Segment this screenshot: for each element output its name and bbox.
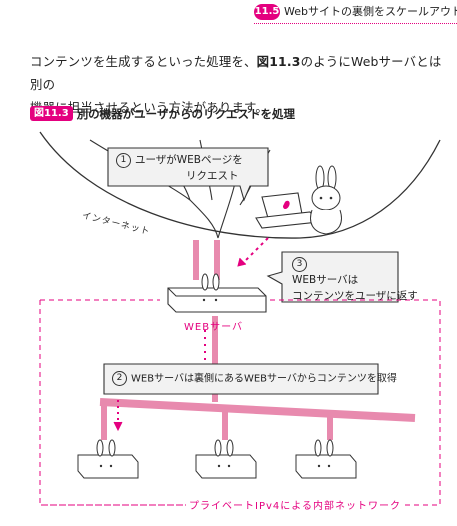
body-paragraph: コンテンツを生成するといった処理を、図11.3のようにWebサーバとは別の 機器… bbox=[30, 50, 450, 119]
internet-globe-arc bbox=[39, 131, 441, 239]
section-title: Webサイトの裏側をスケールアウト bbox=[284, 5, 457, 18]
step2-number: 2 bbox=[112, 371, 127, 386]
private-network-boundary bbox=[39, 299, 441, 506]
figure-number-badge: 図11.3 bbox=[30, 106, 73, 121]
backend-server-icon-1 bbox=[77, 439, 139, 479]
backend-server-icon-2 bbox=[195, 439, 257, 479]
backend-server-icon-3 bbox=[295, 439, 357, 479]
step3-line1: WEBサーバは bbox=[292, 274, 359, 286]
figure-reference: 図11.3 bbox=[256, 54, 301, 69]
section-number-badge: 11.5 bbox=[254, 4, 280, 20]
uplink-cable-left bbox=[193, 240, 199, 280]
bubble-step2 bbox=[103, 363, 379, 395]
bubble-step1 bbox=[107, 147, 269, 202]
private-network-label: プライベートIPv4による内部ネットワーク bbox=[186, 497, 404, 512]
paragraph-line1-a: コンテンツを生成するといった処理を、 bbox=[30, 54, 257, 69]
rabbit-user-icon bbox=[310, 165, 342, 235]
step3-number: 3 bbox=[292, 256, 307, 272]
web-server-label: WEBサーバ bbox=[184, 322, 243, 333]
step1-line2: リクエスト bbox=[186, 170, 239, 182]
laptop-icon bbox=[255, 192, 320, 229]
paragraph-line1-b: のようにWebサーバとは別の bbox=[30, 54, 442, 92]
step1-line1: ユーザがWEBページを bbox=[135, 154, 243, 166]
step3-text: 3 WEBサーバは コンテンツをユーザに返す bbox=[292, 256, 418, 304]
step1-text: 1 ユーザがWEBページを リクエスト bbox=[116, 152, 243, 184]
step1-number: 1 bbox=[116, 152, 131, 168]
paragraph-line2: 機器に担当させるという方法があります。 bbox=[30, 100, 268, 115]
step2-line: WEBサーバは裏側にあるWEBサーバからコンテンツを取得 bbox=[131, 373, 397, 385]
page-header: 11.5 Webサイトの裏側をスケールアウト bbox=[0, 0, 457, 26]
response-arrow bbox=[243, 237, 269, 263]
private-bus-main bbox=[99, 398, 416, 422]
figure-caption: 別の機器がユーザからのリクエストを処理 bbox=[76, 106, 295, 121]
step3-line2: コンテンツをユーザに返す bbox=[292, 290, 418, 302]
header-dotted-rule bbox=[254, 23, 457, 24]
web-server-icon bbox=[167, 273, 267, 313]
uplink-cable-right bbox=[214, 240, 220, 280]
step2-text: 2 WEBサーバは裏側にあるWEBサーバからコンテンツを取得 bbox=[112, 371, 397, 388]
